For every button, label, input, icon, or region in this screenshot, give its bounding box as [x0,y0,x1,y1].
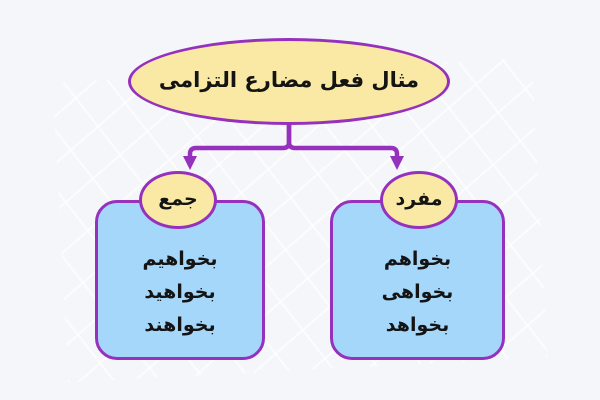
connector-right-path [286,121,400,161]
branch-label-plural: جمع [139,171,217,229]
branch-label-singular: مفرد [380,171,458,229]
verb-item: بخواهم [383,248,452,270]
connector-left-path [187,121,292,161]
arrowhead-left-icon [183,156,197,170]
verb-item: بخواهید [144,281,216,303]
root-node: مثال فعل مضارع التزامی [128,38,450,125]
arrowhead-right-icon [390,156,404,170]
branch-items-plural: بخواهیم بخواهید بخواهند [98,243,262,342]
branch-label-plural-text: جمع [158,187,198,210]
verb-item: بخواهند [144,314,216,336]
branch-label-singular-text: مفرد [395,187,443,210]
verb-item: بخواهی [381,281,454,303]
verb-item: بخواهیم [142,248,218,270]
root-node-label: مثال فعل مضارع التزامی [158,67,420,92]
verb-item: بخواهد [385,314,450,336]
branch-items-singular: بخواهم بخواهی بخواهد [333,243,502,342]
